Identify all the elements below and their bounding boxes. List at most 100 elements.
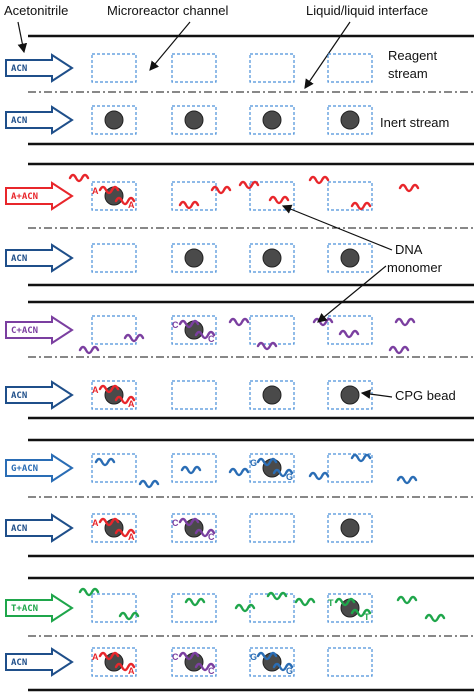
reaction-chamber xyxy=(171,243,217,273)
inlet-arrow-label: G+ACN xyxy=(11,464,38,474)
dna-monomer-squiggle xyxy=(178,517,200,527)
base-letter: A xyxy=(92,652,99,662)
cpg-bead xyxy=(262,652,282,672)
inlet-arrow-label: ACN xyxy=(11,116,27,126)
dna-monomer-squiggle xyxy=(388,345,410,355)
label-acetonitrile: Acetonitrile xyxy=(4,3,68,18)
base-letter: G xyxy=(250,652,257,662)
inlet-arrow-label: ACN xyxy=(11,254,27,264)
cpg-bead xyxy=(104,385,124,405)
dna-monomer-squiggle xyxy=(210,185,232,195)
inlet-arrow xyxy=(5,380,74,410)
cpg-bead xyxy=(262,248,282,268)
base-letter: C xyxy=(172,652,179,662)
label-inert-stream: Inert stream xyxy=(380,115,449,130)
base-letter: C xyxy=(208,666,215,676)
dna-monomer-squiggle xyxy=(256,341,278,351)
cpg-bead xyxy=(340,110,360,130)
cpg-bead xyxy=(184,248,204,268)
dna-monomer-squiggle xyxy=(123,333,145,343)
dna-monomer-squiggle xyxy=(118,611,140,621)
pointer-cpg xyxy=(360,389,393,399)
pointer-dna-1 xyxy=(281,204,393,251)
base-letter: A xyxy=(92,518,99,528)
dna-monomer-squiggle xyxy=(178,651,200,661)
inlet-arrow xyxy=(5,647,74,677)
dna-monomer-squiggle xyxy=(308,471,330,481)
dna-monomer-squiggle xyxy=(114,395,136,405)
dna-monomer-squiggle xyxy=(114,662,136,672)
cpg-bead xyxy=(340,385,360,405)
label-stream: stream xyxy=(388,66,428,81)
inlet-arrow xyxy=(5,593,74,623)
base-letter: G xyxy=(286,472,293,482)
pointer-channel xyxy=(149,21,191,71)
inlet-arrow xyxy=(5,453,74,483)
dna-monomer-squiggle xyxy=(294,597,316,607)
base-letter: T xyxy=(364,612,370,622)
dna-monomer-squiggle xyxy=(78,587,100,597)
dna-monomer-squiggle xyxy=(256,457,278,467)
reaction-chamber xyxy=(91,181,137,211)
dna-monomer-squiggle xyxy=(68,173,90,183)
base-letter: A xyxy=(92,385,99,395)
dna-monomer-squiggle xyxy=(396,475,418,485)
reaction-chamber xyxy=(91,53,137,83)
cpg-bead xyxy=(340,598,360,618)
dna-monomer-squiggle xyxy=(312,317,334,327)
pointer-dna-2 xyxy=(317,265,387,323)
reaction-chamber xyxy=(171,593,217,623)
reaction-chamber xyxy=(91,513,137,543)
inlet-arrow-label: T+ACN xyxy=(11,604,38,614)
dna-monomer-squiggle xyxy=(98,517,120,527)
reaction-chamber xyxy=(249,243,295,273)
dna-monomer-squiggle xyxy=(234,603,256,613)
reaction-chamber xyxy=(249,315,295,345)
inlet-arrow xyxy=(5,181,74,211)
label-microreactor-channel: Microreactor channel xyxy=(107,3,228,18)
inlet-arrow-label: ACN xyxy=(11,391,27,401)
reaction-chamber xyxy=(327,105,373,135)
reaction-chamber xyxy=(91,243,137,273)
base-letter: A xyxy=(128,399,135,409)
dna-monomer-squiggle xyxy=(184,597,206,607)
base-letter: G xyxy=(286,666,293,676)
cpg-bead xyxy=(262,385,282,405)
reaction-chamber xyxy=(249,380,295,410)
inlet-arrow xyxy=(5,105,74,135)
dna-monomer-squiggle xyxy=(268,195,290,205)
cpg-bead xyxy=(104,518,124,538)
reaction-chamber xyxy=(171,181,217,211)
dna-monomer-squiggle xyxy=(396,595,418,605)
dna-monomer-squiggle xyxy=(228,317,250,327)
reaction-chamber xyxy=(91,315,137,345)
dna-monomer-squiggle xyxy=(98,651,120,661)
dna-monomer-squiggle xyxy=(138,479,160,489)
dna-monomer-squiggle xyxy=(424,613,446,623)
reaction-chamber xyxy=(91,647,137,677)
reaction-chamber xyxy=(91,380,137,410)
inlet-arrow xyxy=(5,243,74,273)
reaction-chamber xyxy=(327,181,373,211)
cpg-bead xyxy=(262,458,282,478)
base-letter: A xyxy=(128,666,135,676)
dna-monomer-squiggle xyxy=(338,329,360,339)
cpg-bead xyxy=(104,186,124,206)
label-monomer: monomer xyxy=(387,260,443,275)
dna-monomer-squiggle xyxy=(114,196,136,206)
base-letter: A xyxy=(128,532,135,542)
dna-monomer-squiggle xyxy=(180,465,202,475)
base-letter: A xyxy=(92,186,99,196)
cpg-bead xyxy=(184,110,204,130)
label-reagent: Reagent xyxy=(388,48,438,63)
inlet-arrow xyxy=(5,53,74,83)
reaction-chamber xyxy=(327,593,373,623)
reaction-chamber xyxy=(91,453,137,483)
dna-monomer-squiggle xyxy=(256,651,278,661)
cpg-bead xyxy=(184,652,204,672)
reaction-chamber xyxy=(249,181,295,211)
base-letter: C xyxy=(208,334,215,344)
inlet-arrow-label: ACN xyxy=(11,64,27,74)
dna-monomer-squiggle xyxy=(272,468,294,478)
